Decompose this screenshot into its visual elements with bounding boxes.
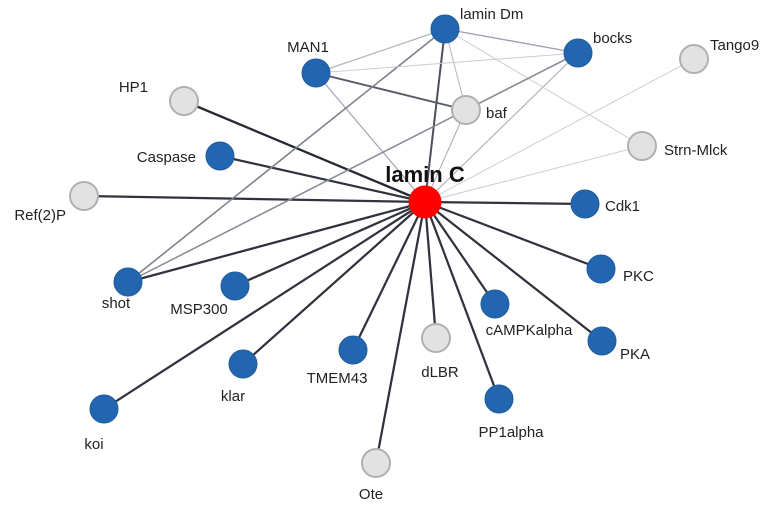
- edge-lamin-dm-shot: [127, 28, 446, 283]
- label-pka: PKA: [620, 346, 650, 363]
- edge-man1-baf: [315, 72, 467, 111]
- label-pkc: PKC: [623, 268, 654, 285]
- node-dlbr[interactable]: [421, 323, 451, 353]
- label-strn-mlck: Strn-Mlck: [664, 142, 728, 159]
- nodes-layer: [69, 14, 709, 478]
- edge-lamin-c-klar: [242, 201, 426, 365]
- node-baf[interactable]: [451, 95, 481, 125]
- label-baf: baf: [486, 105, 508, 122]
- label-pp1alpha: PP1alpha: [478, 424, 544, 441]
- node-man1[interactable]: [301, 58, 331, 88]
- node-lamin-c[interactable]: [408, 185, 442, 219]
- node-msp300[interactable]: [220, 271, 250, 301]
- label-bocks: bocks: [593, 30, 632, 47]
- label-koi: koi: [84, 436, 103, 453]
- node-pka[interactable]: [587, 326, 617, 356]
- edge-lamin-c-strn-mlck: [424, 145, 643, 203]
- node-hp1[interactable]: [169, 86, 199, 116]
- label-shot: shot: [102, 295, 131, 312]
- node-campkalpha[interactable]: [480, 289, 510, 319]
- edge-lamin-c-campkalpha: [424, 201, 496, 305]
- edge-lamin-c-bocks: [424, 52, 579, 203]
- edges-layer: [83, 28, 695, 464]
- edge-lamin-c-shot: [127, 200, 426, 284]
- edge-lamin-c-ref-2-p: [83, 194, 426, 204]
- edge-lamin-c-caspase: [219, 154, 426, 204]
- edge-lamin-c-pka: [424, 201, 603, 342]
- label-lamin-dm: lamin Dm: [460, 6, 523, 23]
- label-tango9: Tango9: [710, 37, 759, 54]
- label-campkalpha: cAMPKalpha: [486, 322, 573, 339]
- label-tmem43: TMEM43: [307, 370, 368, 387]
- edge-lamin-c-lamin-dm: [424, 28, 446, 203]
- edge-lamin-dm-strn-mlck: [444, 28, 643, 147]
- node-ote[interactable]: [361, 448, 391, 478]
- label-klar: klar: [221, 388, 245, 405]
- label-hp1: HP1: [119, 79, 148, 96]
- label-man1: MAN1: [287, 39, 329, 56]
- node-tmem43[interactable]: [338, 335, 368, 365]
- node-klar[interactable]: [228, 349, 258, 379]
- edge-bocks-shot: [127, 52, 579, 283]
- label-lamin-c: lamin C: [385, 162, 465, 187]
- edge-lamin-dm-man1: [315, 28, 446, 74]
- node-lamin-dm[interactable]: [430, 14, 460, 44]
- edge-lamin-c-pp1alpha: [423, 201, 501, 400]
- node-tango9[interactable]: [679, 44, 709, 74]
- node-bocks[interactable]: [563, 38, 593, 68]
- edge-lamin-c-msp300: [234, 200, 426, 288]
- edge-lamin-c-pkc: [424, 200, 602, 271]
- edge-lamin-c-hp1: [183, 99, 426, 204]
- node-cdk1[interactable]: [570, 189, 600, 219]
- edge-lamin-c-tmem43: [351, 201, 427, 351]
- edge-lamin-c-baf: [424, 109, 467, 203]
- edge-lamin-c-cdk1: [424, 200, 586, 206]
- node-strn-mlck[interactable]: [627, 131, 657, 161]
- edge-lamin-c-tango9: [424, 58, 695, 203]
- edge-lamin-c-man1: [315, 72, 426, 203]
- edge-lamin-c-ote: [374, 201, 427, 464]
- edge-lamin-c-koi: [103, 201, 426, 410]
- node-caspase[interactable]: [205, 141, 235, 171]
- node-ref-2-p[interactable]: [69, 181, 99, 211]
- label-caspase: Caspase: [137, 149, 196, 166]
- edge-bocks-man1: [315, 52, 579, 74]
- node-pkc[interactable]: [586, 254, 616, 284]
- edge-lamin-dm-bocks: [444, 28, 579, 54]
- label-ref-2-p: Ref(2)P: [14, 207, 66, 224]
- label-msp300: MSP300: [170, 301, 228, 318]
- node-pp1alpha[interactable]: [484, 384, 514, 414]
- label-dlbr: dLBR: [421, 364, 459, 381]
- edge-lamin-c-dlbr: [423, 201, 438, 339]
- node-shot[interactable]: [113, 267, 143, 297]
- label-cdk1: Cdk1: [605, 198, 640, 215]
- node-koi[interactable]: [89, 394, 119, 424]
- label-ote: Ote: [359, 486, 383, 503]
